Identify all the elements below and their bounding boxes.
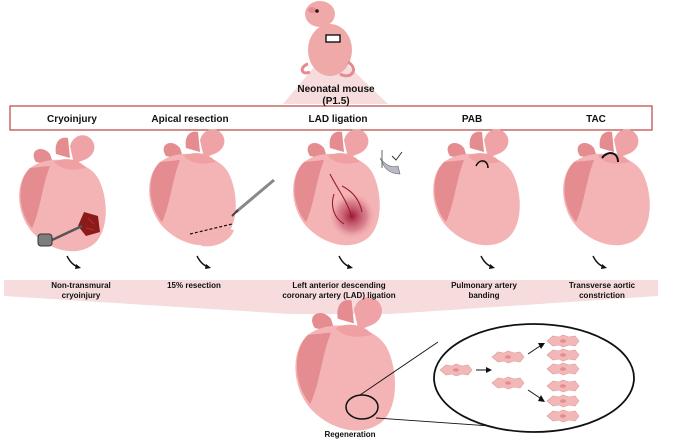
top-triangle xyxy=(283,48,388,104)
caption-pab-line1: Pulmonary artery xyxy=(451,281,517,290)
mouse-illustration xyxy=(300,1,355,78)
summary-band xyxy=(4,280,658,314)
mouse-title-line2: (P1.5) xyxy=(322,96,350,107)
arrow-tac xyxy=(592,255,608,270)
arrow-apical xyxy=(196,255,212,270)
header-pab: PAB xyxy=(461,114,483,125)
caption-cryoinjury: Non-transmural cryoinjury xyxy=(16,281,146,301)
models-header-frame xyxy=(9,105,653,131)
heart-pab xyxy=(433,129,520,246)
caption-lad-line1: Left anterior descending xyxy=(292,281,386,290)
header-apical-resection: Apical resection xyxy=(151,114,229,125)
arrow-cryoinjury xyxy=(66,255,82,270)
zoom-source-circle xyxy=(345,394,379,420)
cardiomyocyte-proliferation xyxy=(439,334,580,423)
heart-regeneration xyxy=(295,297,396,431)
mouse-title-line1: Neonatal mouse xyxy=(297,84,375,95)
regeneration-label: Regeneration xyxy=(324,430,376,439)
caption-tac: Transverse aortic constriction xyxy=(537,281,667,301)
arrow-lad xyxy=(338,255,354,270)
header-tac: TAC xyxy=(586,114,606,125)
caption-tac-line2: constriction xyxy=(579,291,625,300)
caption-pab: Pulmonary artery banding xyxy=(419,281,549,301)
caption-pab-line2: banding xyxy=(468,291,500,300)
heart-cryoinjury xyxy=(19,135,106,252)
caption-lad-ligation: Left anterior descending coronary artery… xyxy=(272,281,406,301)
header-lad-ligation: LAD ligation xyxy=(308,114,368,125)
header-cryoinjury: Cryoinjury xyxy=(46,114,97,125)
heart-lad-ligation xyxy=(293,129,403,246)
caption-tac-line1: Transverse aortic xyxy=(568,281,636,290)
caption-cryoinjury-line2: cryoinjury xyxy=(61,291,101,300)
heart-tac xyxy=(563,129,650,246)
caption-lad-line2: coronary artery (LAD) ligation xyxy=(282,291,396,300)
heart-apical-resection xyxy=(149,129,275,247)
caption-cryoinjury-line1: Non-transmural xyxy=(51,281,111,290)
zoom-circle xyxy=(433,323,635,433)
caption-apical-line1: 15% resection xyxy=(167,281,221,290)
arrow-pab xyxy=(480,255,496,270)
mouse-title: Neonatal mouse (P1.5) xyxy=(276,84,396,108)
caption-apical-resection: 15% resection xyxy=(129,281,259,291)
